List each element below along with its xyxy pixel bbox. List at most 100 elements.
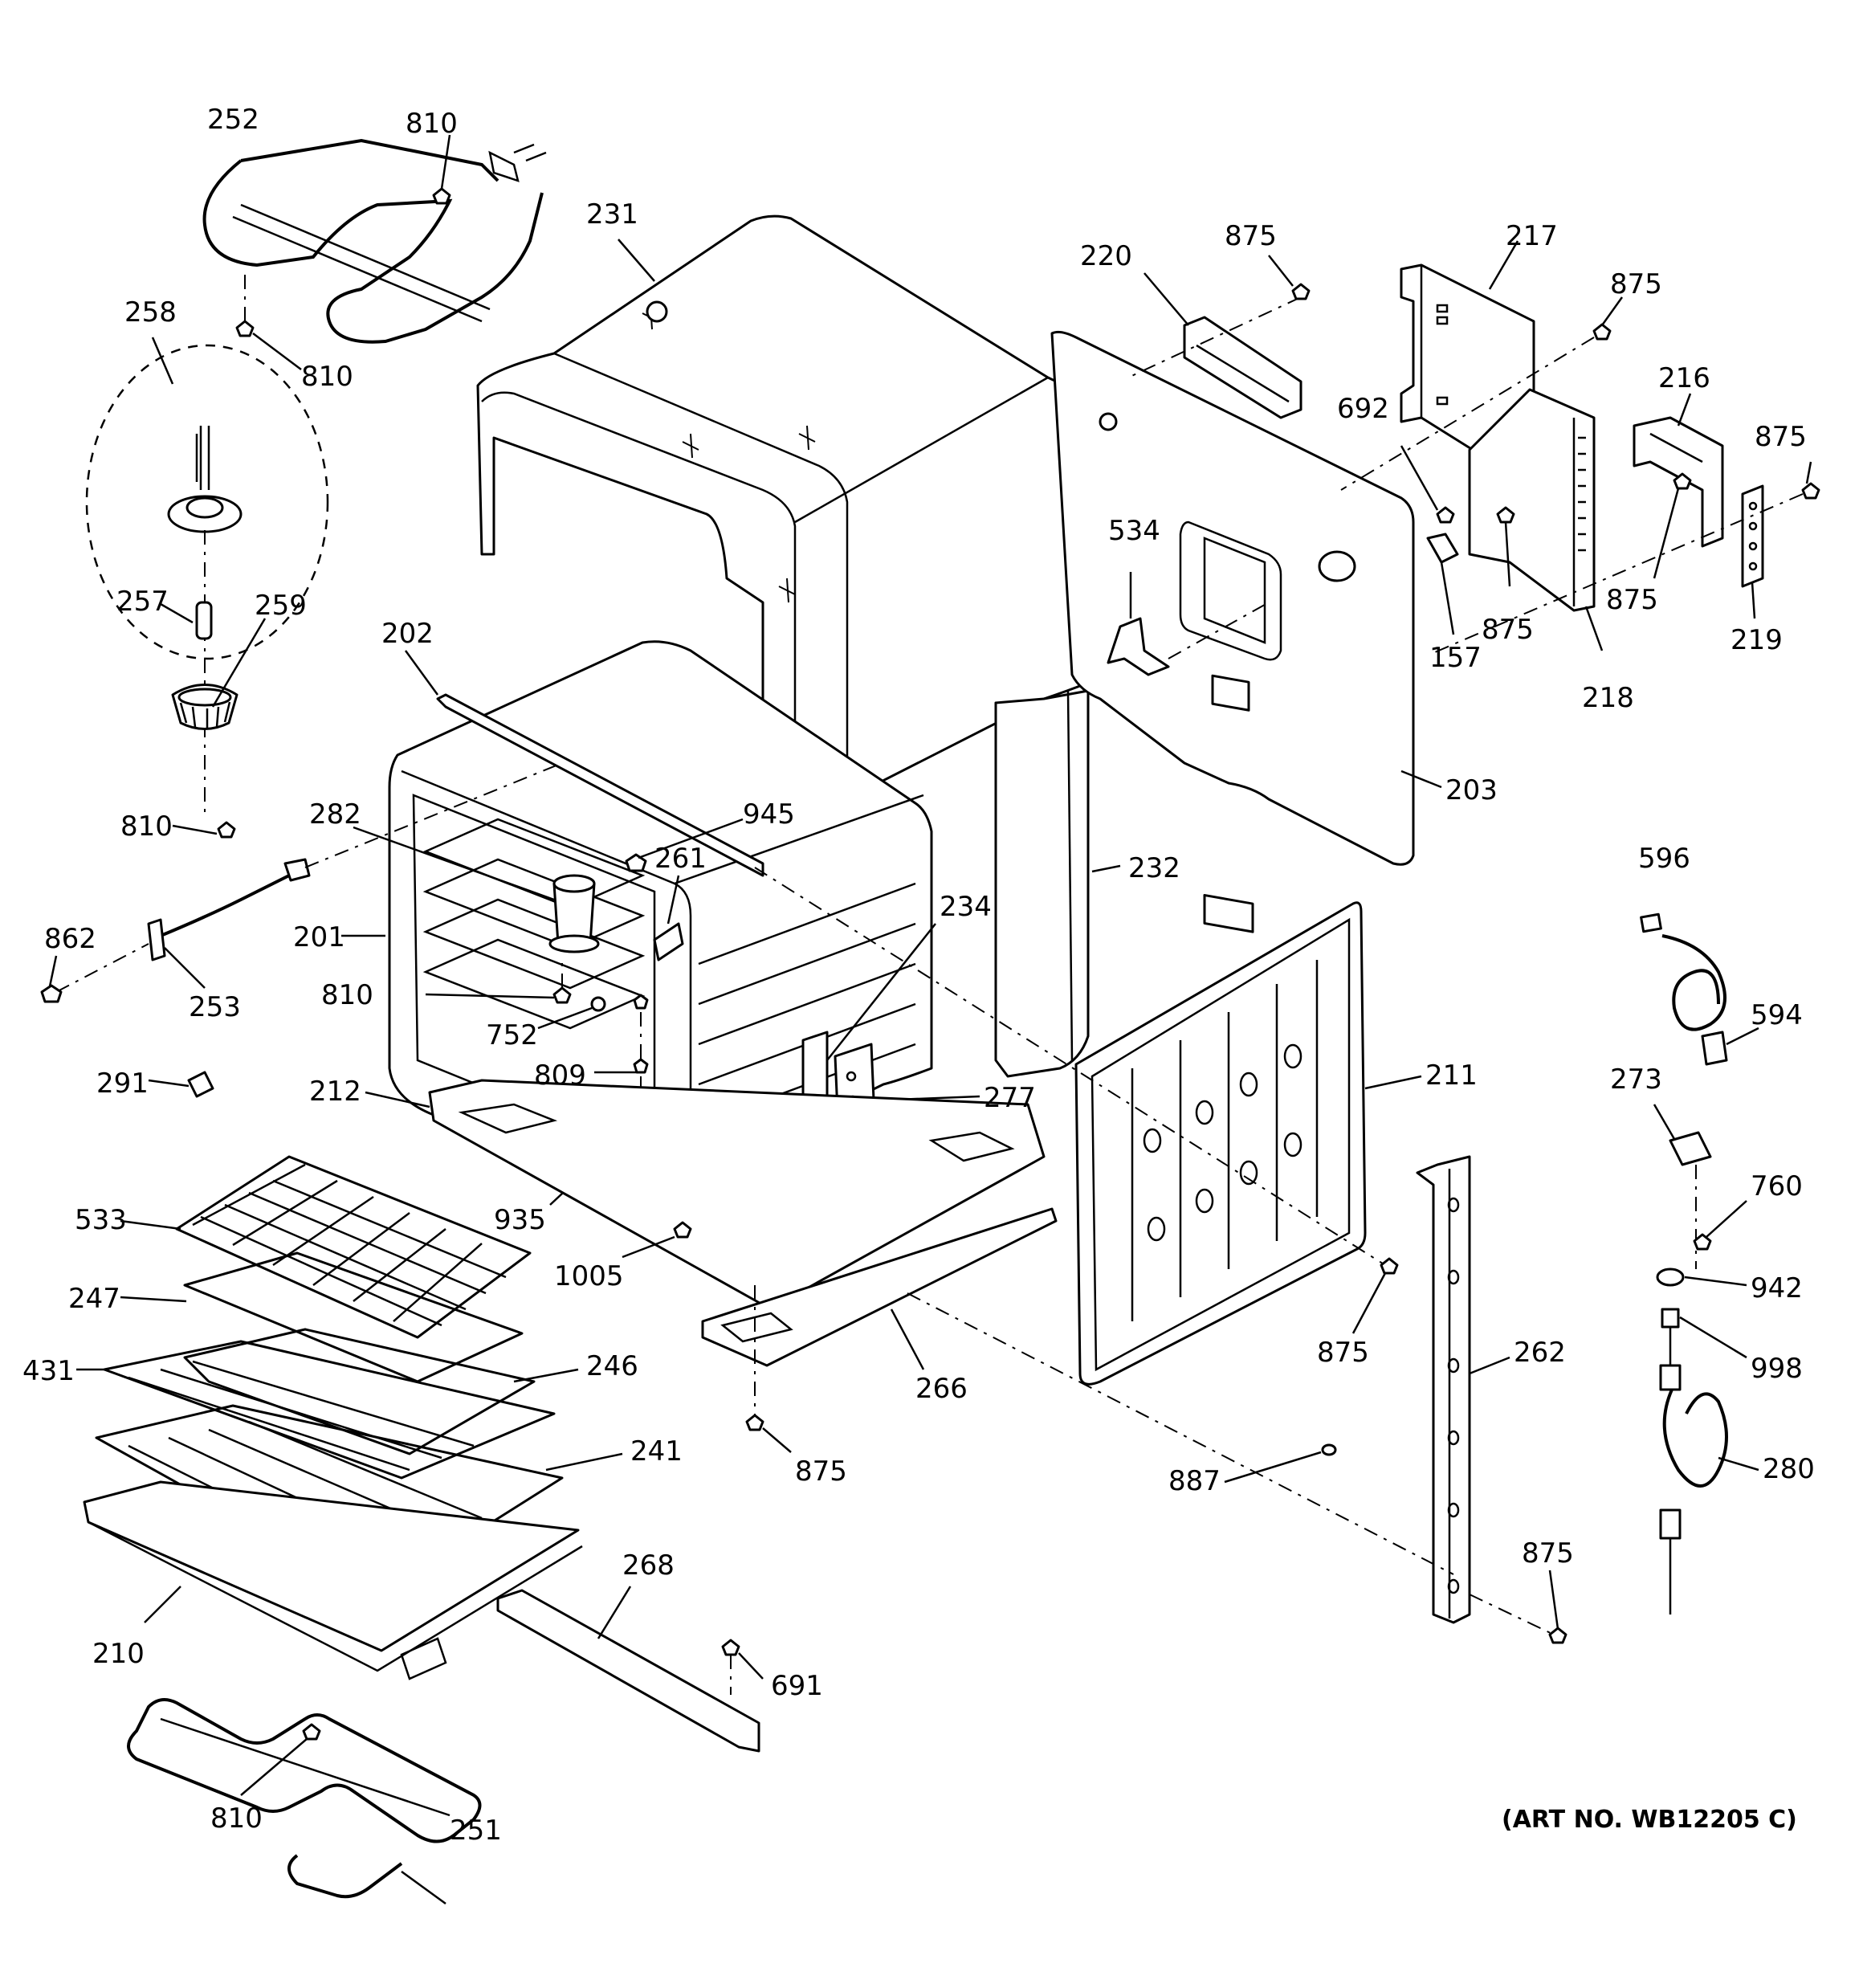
oven-rack-533 bbox=[120, 1155, 532, 1339]
callout-218: 218 bbox=[1582, 682, 1634, 714]
broil-element-252 bbox=[202, 138, 547, 344]
callout-875: 875 bbox=[1317, 1337, 1369, 1369]
callout-752: 752 bbox=[486, 1019, 538, 1051]
rear-panel-203 bbox=[1050, 330, 1442, 933]
liner-front-frame-202 bbox=[404, 650, 764, 877]
nut-945 bbox=[625, 818, 744, 872]
side-panel-211 bbox=[754, 867, 1422, 1386]
sensor-261 bbox=[653, 875, 684, 961]
callout-217: 217 bbox=[1506, 220, 1558, 252]
callout-810: 810 bbox=[301, 361, 353, 393]
callout-998: 998 bbox=[1751, 1353, 1803, 1385]
callout-875: 875 bbox=[1522, 1537, 1574, 1570]
art-number-label: (ART NO. WB12205 C) bbox=[1502, 1806, 1797, 1834]
callout-202: 202 bbox=[381, 618, 434, 650]
bottom-panel-212 bbox=[365, 1079, 1046, 1311]
callout-210: 210 bbox=[92, 1638, 145, 1670]
screw-752 bbox=[537, 996, 606, 1030]
screw-875-219 bbox=[1429, 461, 1820, 655]
screw-810-bottom bbox=[240, 1723, 321, 1796]
callout-262: 262 bbox=[1514, 1337, 1566, 1369]
callout-533: 533 bbox=[75, 1204, 127, 1236]
callout-252: 252 bbox=[207, 104, 259, 136]
screw-875-211 bbox=[1351, 1257, 1399, 1334]
rail-268 bbox=[496, 1586, 760, 1753]
clip-291 bbox=[148, 1071, 214, 1098]
callout-875: 875 bbox=[1482, 614, 1534, 646]
screw-691 bbox=[721, 1639, 764, 1695]
callout-232: 232 bbox=[1128, 852, 1180, 884]
screw-810-top-a bbox=[432, 134, 451, 205]
vent-plate-220 bbox=[1127, 272, 1302, 419]
callout-945: 945 bbox=[743, 798, 795, 831]
nut-692 bbox=[1400, 445, 1455, 524]
callout-875: 875 bbox=[1610, 268, 1662, 300]
oven-liner-201 bbox=[341, 640, 933, 1206]
wiring-253 bbox=[55, 762, 563, 993]
screw-875-218 bbox=[1496, 506, 1515, 587]
callout-157: 157 bbox=[1429, 642, 1482, 674]
bracket-534 bbox=[1107, 572, 1270, 676]
callout-253: 253 bbox=[189, 991, 241, 1023]
temperature-probe-group bbox=[1640, 912, 1759, 1614]
broil-pan-insert-247 bbox=[120, 1251, 524, 1383]
callout-277: 277 bbox=[984, 1082, 1036, 1114]
screw-875-262 bbox=[1469, 1570, 1567, 1644]
callout-875: 875 bbox=[1225, 220, 1277, 252]
callout-692: 692 bbox=[1337, 393, 1389, 425]
callout-257: 257 bbox=[116, 586, 169, 618]
callout-259: 259 bbox=[255, 590, 307, 622]
outer-wrapper-bottom-232 bbox=[994, 689, 1121, 1078]
callout-268: 268 bbox=[622, 1549, 675, 1582]
bake-element-251 bbox=[127, 1637, 482, 1905]
callout-594: 594 bbox=[1751, 999, 1803, 1031]
screw-809 bbox=[594, 994, 649, 1074]
light-socket-282 bbox=[353, 826, 600, 953]
callout-1005: 1005 bbox=[554, 1260, 624, 1292]
callout-211: 211 bbox=[1425, 1059, 1478, 1092]
callout-291: 291 bbox=[96, 1067, 149, 1100]
callout-282: 282 bbox=[309, 798, 361, 831]
callout-875: 875 bbox=[795, 1455, 847, 1488]
callout-231: 231 bbox=[586, 198, 638, 231]
callout-280: 280 bbox=[1763, 1453, 1815, 1485]
callout-203: 203 bbox=[1445, 774, 1498, 806]
callout-273: 273 bbox=[1610, 1063, 1662, 1096]
callout-219: 219 bbox=[1731, 624, 1783, 656]
callout-220: 220 bbox=[1080, 240, 1132, 272]
callout-266: 266 bbox=[915, 1373, 968, 1405]
callout-862: 862 bbox=[44, 923, 96, 955]
screw-875-bottom bbox=[745, 1414, 792, 1453]
callout-201: 201 bbox=[293, 921, 345, 953]
callout-261: 261 bbox=[654, 843, 707, 875]
broil-pan-246 bbox=[183, 1328, 579, 1455]
screw-875-217 bbox=[1340, 296, 1624, 491]
bottom-cover-266 bbox=[701, 1207, 1058, 1422]
callout-212: 212 bbox=[309, 1076, 361, 1108]
callout-431: 431 bbox=[22, 1355, 75, 1387]
callout-691: 691 bbox=[771, 1670, 823, 1702]
callout-875: 875 bbox=[1606, 584, 1658, 616]
screw-875-216 bbox=[1653, 472, 1692, 579]
oven-rack-431 bbox=[76, 1340, 556, 1480]
callout-809: 809 bbox=[534, 1059, 586, 1092]
callout-216: 216 bbox=[1658, 362, 1710, 394]
callout-251: 251 bbox=[450, 1815, 502, 1847]
callout-596: 596 bbox=[1638, 843, 1690, 875]
callout-942: 942 bbox=[1751, 1272, 1803, 1304]
callout-875: 875 bbox=[1755, 421, 1807, 453]
callout-810: 810 bbox=[210, 1802, 263, 1835]
screw-1005 bbox=[622, 1221, 692, 1259]
callout-labels: 252 810 810 258 257 259 810 231 220 875 … bbox=[22, 104, 1815, 1847]
callout-234: 234 bbox=[940, 891, 992, 923]
callout-810: 810 bbox=[120, 810, 173, 843]
screw-810-liner bbox=[425, 956, 572, 1004]
screw-862 bbox=[40, 955, 63, 1003]
callout-246: 246 bbox=[586, 1350, 638, 1382]
callout-760: 760 bbox=[1751, 1170, 1803, 1202]
screw-887 bbox=[1224, 1443, 1337, 1484]
bracket-219 bbox=[1741, 484, 1764, 619]
callout-810: 810 bbox=[406, 108, 458, 140]
control-bracket-218 bbox=[1468, 388, 1604, 651]
